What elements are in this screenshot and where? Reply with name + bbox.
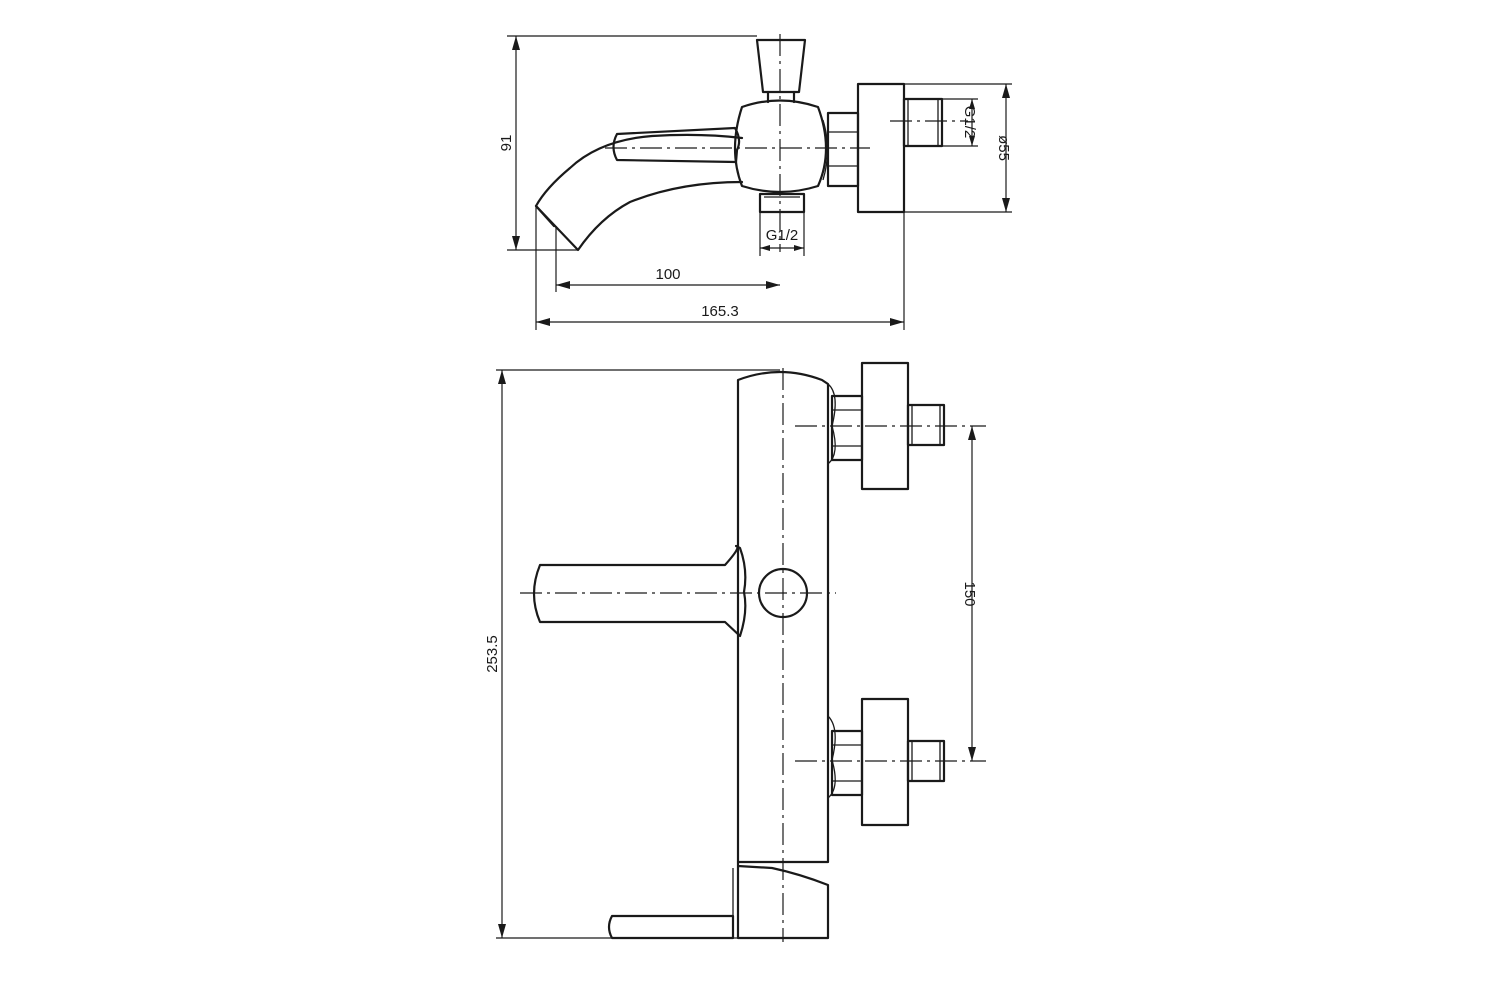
front-lever-arm	[532, 544, 747, 638]
side-bottom-outlet	[758, 192, 806, 214]
dim-flange-diameter-label: ø55	[995, 135, 1012, 161]
dim-depth-label: 165.3	[701, 303, 739, 320]
dim-length-label: 253.5	[484, 635, 501, 673]
front-spout-outlet	[607, 914, 735, 940]
side-threaded-inlet	[902, 97, 944, 148]
dim-spout-offset-label: 100	[655, 266, 680, 283]
dim-thread-bottom-label: G1/2	[766, 227, 799, 244]
side-spout	[534, 133, 744, 252]
front-bottom-hex-nut	[830, 729, 864, 797]
dim-height-label: 91	[498, 135, 515, 152]
dim-spacing-label: 150	[961, 581, 978, 606]
front-bottom-flange	[860, 697, 910, 827]
side-hex-nut	[826, 111, 860, 188]
front-top-hex-nut	[830, 394, 864, 462]
front-view: 253.5 150	[484, 361, 986, 942]
front-top-thread	[906, 403, 946, 447]
side-lever-arm	[612, 126, 741, 164]
front-spout-base	[736, 860, 830, 940]
dim-thread-right-label: G1/2	[961, 106, 978, 139]
front-main-body	[736, 370, 830, 864]
side-lever-handle	[755, 38, 807, 94]
side-view: 91 100 165.3 G1/2 G1/2 ø55	[498, 34, 1012, 330]
